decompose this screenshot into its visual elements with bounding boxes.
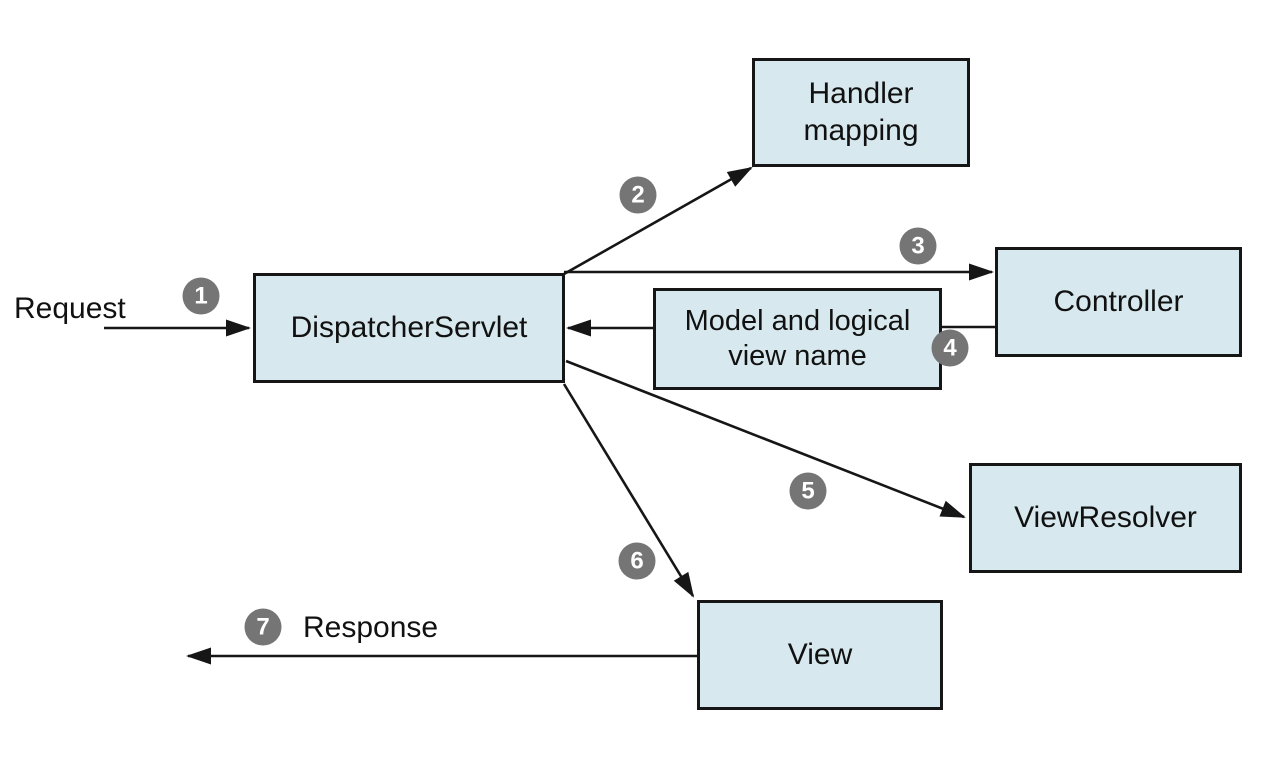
- step-badge-4: 4: [931, 329, 969, 367]
- step-badge-5: 5: [789, 472, 827, 510]
- response-label: Response: [303, 611, 439, 644]
- node-controller: Controller: [995, 247, 1242, 357]
- request-label: Request: [14, 292, 126, 325]
- step-badge-1: 1: [182, 277, 220, 315]
- node-model-and-logical-view-name: Model and logical view name: [653, 288, 942, 390]
- node-view: View: [697, 600, 943, 710]
- step-badge-7: 7: [244, 608, 282, 646]
- node-view-resolver-label: ViewResolver: [1014, 500, 1197, 534]
- step-badge-3: 3: [899, 227, 937, 265]
- node-handler-mapping-label: Handler mapping: [803, 76, 919, 147]
- arrow-dispatcher-to-view: [562, 383, 695, 598]
- step-badge-2: 2: [619, 176, 657, 214]
- node-handler-mapping: Handler mapping: [752, 58, 970, 167]
- arrow-dispatcher-to-view-resolver: [565, 359, 966, 519]
- arrow-dispatcher-to-handler-mapping: [563, 166, 753, 276]
- node-view-resolver: ViewResolver: [969, 463, 1242, 573]
- node-controller-label: Controller: [1053, 284, 1184, 318]
- step-badge-6: 6: [618, 542, 656, 580]
- node-view-label: View: [787, 637, 853, 671]
- node-dispatcher-servlet: DispatcherServlet: [253, 273, 565, 383]
- node-dispatcher-servlet-label: DispatcherServlet: [290, 310, 528, 344]
- node-model-and-logical-view-name-label: Model and logical view name: [684, 304, 911, 372]
